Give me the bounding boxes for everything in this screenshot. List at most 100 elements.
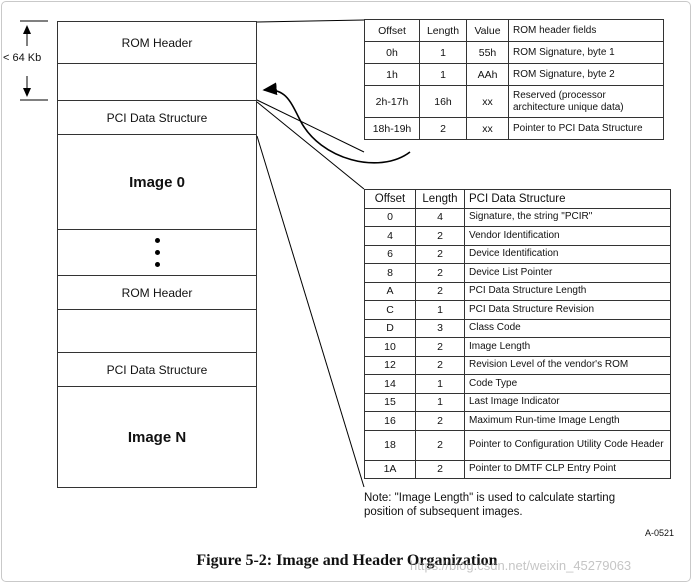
stack-block-label: PCI Data Structure	[106, 110, 208, 125]
size-label: < 64 Kb	[3, 52, 42, 64]
column-header: ROM header fields	[508, 19, 664, 42]
column-header: Length	[419, 19, 467, 42]
ellipsis-icon	[154, 238, 160, 267]
table-cell: Vendor Identification	[464, 226, 671, 246]
table-cell: ROM Signature, byte 2	[508, 63, 664, 86]
pci-top-connector	[256, 101, 365, 190]
table-cell: 1	[415, 392, 465, 412]
table-cell: 2	[415, 263, 465, 283]
stack-block-label: PCI Data Structure	[106, 362, 208, 377]
table-cell: 1A	[364, 459, 416, 479]
table-cell: C	[364, 300, 416, 320]
table-cell: 16h	[419, 85, 467, 118]
stack-block: PCI Data Structure	[58, 101, 256, 135]
table-cell: Last Image Indicator	[464, 392, 671, 412]
table-cell: 4	[364, 226, 416, 246]
table-cell: 1	[419, 41, 467, 64]
table-cell: 2h-17h	[364, 85, 420, 118]
table-cell: 12	[364, 355, 416, 375]
rom-header-top-connector	[256, 19, 365, 23]
column-header: Length	[415, 189, 465, 209]
rom-header-table: Offset Length Value ROM header fields 0h…	[364, 19, 664, 140]
rom-header-table-head: Offset Length Value ROM header fields	[364, 19, 664, 42]
column-header: Offset	[364, 19, 420, 42]
table-cell: Reserved (processor architecture unique …	[508, 85, 664, 118]
table-cell: 15	[364, 392, 416, 412]
table-cell: 2	[415, 226, 465, 246]
table-cell: 3	[415, 318, 465, 338]
table-cell: Code Type	[464, 374, 671, 394]
table-cell: 14	[364, 374, 416, 394]
table-cell: Class Code	[464, 318, 671, 338]
table-cell: 2	[415, 281, 465, 301]
watermark: https://blog.csdn.net/weixin_45279063	[410, 558, 632, 573]
table-cell: 6	[364, 244, 416, 264]
stack-block-empty	[58, 64, 256, 101]
stack-block-empty	[58, 310, 256, 353]
pci-table-head: Offset Length PCI Data Structure	[364, 189, 671, 209]
table-cell: 2	[415, 244, 465, 264]
table-cell: Pointer to DMTF CLP Entry Point	[464, 459, 671, 479]
table-cell: 2	[415, 459, 465, 479]
stack-block-label: ROM Header	[121, 285, 193, 300]
table-cell: PCI Data Structure Length	[464, 281, 671, 301]
table-cell: 1h	[364, 63, 420, 86]
table-cell: 0	[364, 207, 416, 227]
stack-block: ROM Header	[58, 22, 256, 64]
table-cell: 18h-19h	[364, 117, 420, 140]
table-cell: 18	[364, 429, 416, 461]
table-cell: Device List Pointer	[464, 263, 671, 283]
table-cell: Pointer to PCI Data Structure	[508, 117, 664, 140]
figure-code: A-0521	[645, 528, 675, 538]
table-cell: 2	[415, 355, 465, 375]
table-cell: Revision Level of the vendor's ROM	[464, 355, 671, 375]
table-cell: AAh	[466, 63, 509, 86]
stack-block-label: ROM Header	[121, 35, 193, 50]
column-header: Value	[466, 19, 509, 42]
table-cell: 1	[415, 300, 465, 320]
table-cell: 2	[419, 117, 467, 140]
stack-block: PCI Data Structure	[58, 353, 256, 387]
rom-header-bottom-connector	[256, 99, 365, 153]
table-cell: 2	[415, 429, 465, 461]
table-cell: 1	[415, 374, 465, 394]
stack-block: Image 0	[58, 135, 256, 230]
table-cell: Signature, the string "PCIR"	[464, 207, 671, 227]
table-cell: 1	[419, 63, 467, 86]
column-header: PCI Data Structure	[464, 189, 671, 209]
table-cell: 4	[415, 207, 465, 227]
table-cell: xx	[466, 85, 509, 118]
table-cell: 2	[415, 411, 465, 431]
table-cell: 0h	[364, 41, 420, 64]
table-cell: ROM Signature, byte 1	[508, 41, 664, 64]
table-cell: Device Identification	[464, 244, 671, 264]
stack-block-label: Image 0	[129, 173, 185, 191]
stack-block-label: Image N	[127, 428, 187, 446]
table-cell: Maximum Run-time Image Length	[464, 411, 671, 431]
pci-bottom-connector	[256, 135, 365, 488]
table-cell: PCI Data Structure Revision	[464, 300, 671, 320]
figure-caption: Figure 5-2: Image and Header Organizatio…	[196, 552, 498, 569]
ellipsis-block	[58, 230, 256, 276]
table-cell: Image Length	[464, 337, 671, 357]
